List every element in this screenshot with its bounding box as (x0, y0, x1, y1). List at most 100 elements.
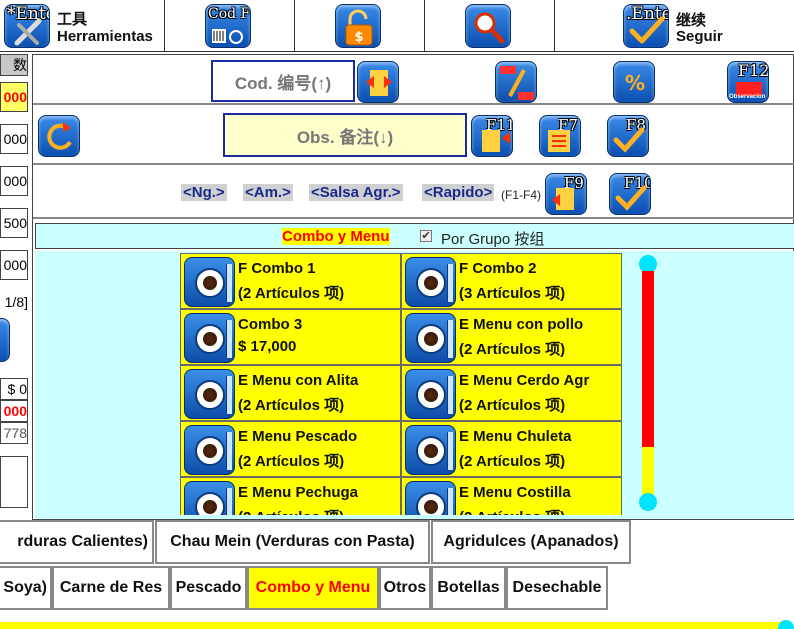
product-tile[interactable]: E Menu con pollo(2 Artículos 项) (401, 309, 622, 365)
f9-key-label: F9 (564, 174, 584, 192)
f9-icon[interactable]: F9 (545, 173, 587, 215)
f10-icon[interactable]: F10 (609, 173, 651, 215)
cod-field[interactable]: Cod. 编号(↑) (211, 60, 355, 102)
tools-cell[interactable]: *Enter 工具 Herramientas (0, 0, 165, 52)
observation-icon[interactable]: F12 Observacion (727, 61, 769, 103)
refresh-icon[interactable] (38, 115, 80, 157)
tag-am[interactable]: <Am.> (243, 184, 293, 201)
product-detail: (2 Artículos 项) (238, 453, 345, 470)
left-page-indicator: 1/8] (4, 294, 28, 310)
tag-ng[interactable]: <Ng.> (181, 184, 227, 201)
dish-icon (184, 425, 235, 475)
dish-icon (184, 313, 235, 363)
product-name: E Menu Costilla (459, 484, 571, 501)
left-value-1: 000 (0, 82, 28, 112)
product-detail: (3 Artículos 项) (459, 285, 566, 302)
f8-icon[interactable]: F8 (607, 115, 649, 157)
continue-label-es: Seguir (676, 28, 723, 45)
barcode-icon[interactable]: Cod F5 (205, 4, 251, 48)
cod-key-label: Cod F5 (208, 6, 251, 22)
product-name: E Menu con pollo (459, 316, 584, 333)
product-tile[interactable]: E Menu con Alita(2 Artículos 项) (180, 365, 401, 421)
category-agridulces[interactable]: Agridulces (Apanados) (431, 520, 631, 564)
tools-label-es: Herramientas (57, 28, 153, 45)
search-icon[interactable] (465, 4, 511, 48)
product-detail: (2 Artículos 项) (238, 506, 344, 515)
obs-row: Obs. 备注(↓) F11 F7 F8 (33, 107, 794, 165)
code-action-icon[interactable] (357, 61, 399, 103)
scroll-track-red[interactable] (642, 271, 654, 447)
tools-icon[interactable]: *Enter (4, 4, 50, 48)
unlock-icon[interactable]: $ (335, 4, 381, 48)
category-combo-y-menu[interactable]: Combo y Menu (247, 566, 379, 610)
checkmark-icon[interactable]: .Enter (623, 4, 669, 48)
product-tile[interactable]: F Combo 2 (3 Artículos 项) (401, 253, 622, 309)
percent-icon[interactable]: % (613, 61, 655, 103)
product-tile[interactable]: E Menu Cerdo Agr (2 Artículos 项) (401, 365, 622, 421)
scroll-bottom-knob[interactable] (639, 493, 657, 511)
product-name: F Combo 1 (238, 260, 316, 277)
group-checkbox[interactable]: ✔ (420, 230, 432, 242)
search-cell[interactable] (425, 0, 555, 52)
vertical-scrollbar[interactable] (639, 255, 657, 511)
product-tile[interactable]: Combo 3$ 17,000 (180, 309, 401, 365)
product-tile[interactable]: F Combo 1 (2 Artículos 项) (180, 253, 401, 309)
product-tile[interactable]: E Menu Costilla(2 Artículos 项) (401, 477, 622, 515)
product-grid: F Combo 1 (2 Artículos 项) F Combo 2 (3 Art… (180, 253, 624, 515)
f7-icon[interactable]: F7 (539, 115, 581, 157)
product-detail: (2 Artículos 项) (238, 285, 345, 302)
continue-key-label: .Enter (626, 4, 668, 24)
obs-field[interactable]: Obs. 备注(↓) (223, 113, 467, 157)
left-nav-icon[interactable] (0, 318, 10, 362)
category-verduras-calientes[interactable]: rduras Calientes) (0, 520, 154, 564)
continue-cell[interactable]: .Enter 继续 Seguir (555, 0, 794, 52)
dish-icon (405, 481, 456, 515)
product-tile[interactable]: E Menu Chuleta (2 Artículos 项) (401, 421, 622, 477)
product-detail: (2 Artículos 项) (238, 397, 345, 414)
scroll-top-knob[interactable] (639, 255, 657, 273)
dish-icon (405, 369, 456, 419)
section-header: Combo y Menu ✔ Por Grupo 按组 (35, 223, 794, 249)
product-detail: (2 Artículos 项) (459, 397, 566, 414)
category-desechable[interactable]: Desechable (506, 566, 608, 610)
scroll-track-yellow[interactable] (642, 447, 654, 497)
svg-text:%: % (625, 71, 645, 95)
f11-icon[interactable]: F11 (471, 115, 513, 157)
category-otros[interactable]: Otros (379, 566, 431, 610)
lock-cell[interactable]: $ (295, 0, 425, 52)
left-value-5: 000 (0, 250, 28, 280)
category-chau-mein[interactable]: Chau Mein (Verduras con Pasta) (155, 520, 430, 564)
code-row: Cod. 编号(↑) % F12 Observacion (33, 55, 794, 105)
horizontal-scroll-knob[interactable] (778, 620, 794, 629)
horizontal-scrollbar[interactable] (0, 622, 786, 629)
category-botellas[interactable]: Botellas (431, 566, 506, 610)
group-checkbox-label: Por Grupo 按组 (441, 231, 545, 248)
left-value-3: 000 (0, 166, 28, 196)
dish-icon (184, 369, 235, 419)
tag-rapido[interactable]: <Rapido> (422, 184, 495, 201)
category-pescado[interactable]: Pescado (170, 566, 247, 610)
f11-key-label: F11 (486, 116, 513, 134)
product-name: F Combo 2 (459, 260, 537, 277)
split-icon[interactable] (495, 61, 537, 103)
product-area: F Combo 1 (2 Artículos 项) F Combo 2 (3 Art… (35, 251, 794, 519)
tags-row: <Ng.> <Am.> <Salsa Agr.> <Rapido> (F1-F4… (33, 167, 794, 219)
tag-salsa-agr[interactable]: <Salsa Agr.> (309, 184, 403, 201)
product-name: E Menu Cerdo Agr (459, 372, 590, 389)
tools-key-label: *Enter (7, 4, 49, 24)
dish-icon (184, 481, 235, 515)
dish-icon (405, 313, 456, 363)
category-soya[interactable]: Soya) (0, 566, 52, 610)
product-tile[interactable]: E Menu Pechuga (2 Artículos 项) (180, 477, 401, 515)
category-carne-de-res[interactable]: Carne de Res (52, 566, 170, 610)
product-name: E Menu Chuleta (459, 428, 572, 445)
product-detail: (2 Artículos 项) (459, 453, 566, 470)
left-empty-box (0, 456, 28, 508)
product-tile[interactable]: E Menu Pescado(2 Artículos 项) (180, 421, 401, 477)
cod-f5-cell[interactable]: Cod F5 (165, 0, 295, 52)
product-name: E Menu Pechuga (238, 484, 359, 501)
f7-key-label: F7 (558, 116, 578, 134)
left-price-zero: $ 0 (0, 378, 28, 400)
left-value-2: 000 (0, 124, 28, 154)
